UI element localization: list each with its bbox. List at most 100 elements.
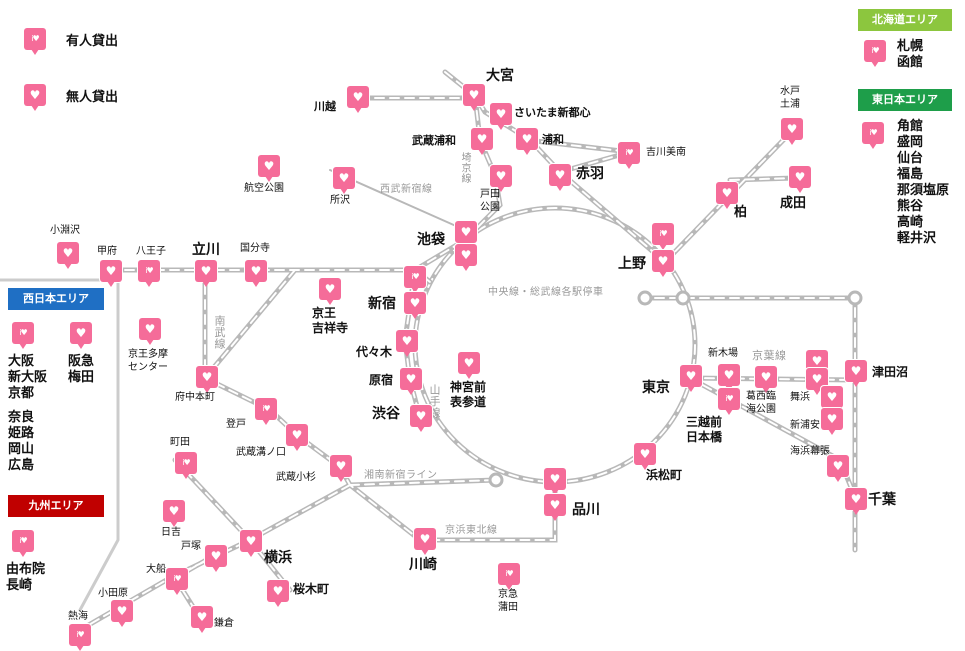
station-shinkiba: 新木場: [708, 348, 738, 359]
mito-pin-icon[interactable]: ♥: [781, 118, 803, 145]
station-keikyu-kamata: 京急 蒲田: [498, 589, 518, 613]
station-kofu: 甲府: [97, 246, 117, 257]
kaihin-makuhari-pin-icon[interactable]: ♥: [827, 455, 849, 482]
kofu-pin-icon[interactable]: ♥: [100, 260, 122, 287]
seibu-line-label: 西武新宿線: [380, 184, 433, 195]
station-akabane: 赤羽: [576, 166, 604, 182]
station-kawagoe: 川越: [314, 100, 336, 113]
station-ikebukuro: 池袋: [417, 232, 445, 248]
sakuragicho-pin-icon[interactable]: ♥: [267, 580, 289, 607]
tokyo-pin-icon[interactable]: ♥: [680, 365, 702, 392]
yoyogi-pin-icon[interactable]: ♥: [396, 330, 418, 357]
station-noborito: 登戸: [226, 419, 246, 430]
unstaffed-rental-pin-icon: ♥: [24, 84, 46, 111]
station-ofuna: 大船: [146, 564, 166, 575]
kokubunji-pin-icon[interactable]: ♥: [245, 260, 267, 287]
totsuka-pin-icon[interactable]: ♥: [205, 545, 227, 572]
maihama-pin-icon-2[interactable]: ♥: [806, 368, 828, 395]
kamakura-pin-icon[interactable]: ♥: [191, 606, 213, 633]
west-stations-3: 奈良 姫路 岡山 広島: [8, 410, 35, 473]
hiyoshi-pin-icon[interactable]: ♥: [163, 500, 185, 527]
chiba-pin-icon[interactable]: ♥: [845, 488, 867, 515]
shinjuku-pin-icon-2[interactable]: ♥: [404, 292, 426, 319]
kyushu-stations: 由布院 長崎: [6, 562, 46, 593]
toda-koen-pin-icon[interactable]: ♥: [490, 165, 512, 192]
station-musashi-mizonokuchi: 武蔵溝ノ口: [236, 447, 286, 458]
saikyo-line-label: 埼京線: [459, 152, 470, 184]
odawara-pin-icon[interactable]: ♥: [111, 600, 133, 627]
shibuya-pin-icon[interactable]: ♥: [410, 405, 432, 432]
ofuna-pin-icon[interactable]: i♥: [166, 568, 188, 595]
station-narita: 成田: [780, 196, 807, 211]
staffed-rental-pin-icon: i♥: [24, 28, 46, 55]
yokohama-pin-icon[interactable]: ♥: [240, 530, 262, 557]
station-toda-koen: 戸田 公園: [480, 189, 500, 213]
atami-pin-icon[interactable]: i♥: [69, 624, 91, 651]
musashi-urawa-pin-icon[interactable]: ♥: [471, 128, 493, 155]
kashiwa-pin-icon[interactable]: ♥: [716, 182, 738, 209]
station-totsuka: 戸塚: [181, 541, 201, 552]
keikyu-kamata-pin-icon[interactable]: i♥: [498, 563, 520, 590]
station-shinurayasu: 新浦安: [790, 420, 820, 431]
station-keio-kichijoji: 京王 吉祥寺: [312, 306, 349, 335]
hamamatsucho-pin-icon[interactable]: ♥: [634, 443, 656, 470]
machida-pin-icon[interactable]: i♥: [175, 452, 197, 479]
urawa-pin-icon[interactable]: ♥: [516, 128, 538, 155]
saitama-shintoshin-pin-icon[interactable]: ♥: [490, 103, 512, 130]
musashi-kosugi-pin-icon[interactable]: ♥: [330, 455, 352, 482]
shinurayasu-pin-icon-2[interactable]: ♥: [821, 408, 843, 435]
narita-pin-icon[interactable]: ♥: [789, 166, 811, 193]
shinagawa-pin-icon-1[interactable]: ♥: [544, 468, 566, 495]
station-machida: 町田: [170, 437, 190, 448]
station-ueno: 上野: [618, 256, 646, 272]
harajuku-pin-icon[interactable]: ♥: [400, 368, 422, 395]
shinkiba-pin-icon[interactable]: ♥: [718, 364, 740, 391]
ikebukuro-pin-icon-2[interactable]: ♥: [455, 244, 477, 271]
shinurayasu-pin-icon[interactable]: ♥: [821, 386, 843, 413]
fuchu-honmachi-pin-icon[interactable]: ♥: [196, 366, 218, 393]
legend-staffed-label: 有人貸出: [66, 34, 119, 49]
shonan-line-label: 湘南新宿ライン: [364, 470, 438, 481]
station-tachikawa: 立川: [192, 242, 220, 258]
station-kawasaki: 川崎: [409, 557, 437, 573]
keio-kichijoji-pin-icon[interactable]: ♥: [319, 278, 341, 305]
shinagawa-pin-icon-2[interactable]: ♥: [544, 494, 566, 521]
legend-unstaffed-label: 無人貸出: [66, 90, 119, 105]
station-shinjuku: 新宿: [368, 296, 396, 312]
omiya-pin-icon[interactable]: ♥: [463, 84, 485, 111]
kyushu-pin-icon: i♥: [12, 530, 34, 557]
hokkaido-pin-icon: i♥: [864, 40, 886, 67]
tsudanuma-pin-icon[interactable]: ♥: [845, 360, 867, 387]
station-musashi-kosugi: 武蔵小杉: [276, 472, 316, 483]
ikebukuro-pin-icon-1[interactable]: ♥: [455, 221, 477, 248]
west-unstaffed-pin-icon: ♥: [70, 322, 92, 349]
junction-dots: [488, 290, 863, 488]
shinjuku-pin-icon-1[interactable]: i♥: [404, 266, 426, 293]
station-maihama: 舞浜: [790, 392, 810, 403]
station-hamamatsucho: 浜松町: [646, 468, 683, 482]
hokkaido-stations: 札幌 函館: [897, 39, 924, 70]
station-mito: 水戸 土浦: [780, 86, 800, 110]
west-stations-1: 大阪 新大阪 京都: [8, 354, 48, 401]
chuo-sobu-line-label: 中央線・総武線各駅停車: [488, 287, 604, 298]
jingumae-pin-icon[interactable]: ♥: [458, 352, 480, 379]
musashi-mizonokuchi-pin-icon[interactable]: ♥: [286, 424, 308, 451]
obuchizawa-pin-icon[interactable]: ♥: [57, 242, 79, 269]
hachioji-pin-icon[interactable]: i♥: [138, 260, 160, 287]
station-shibuya: 渋谷: [372, 406, 400, 422]
noborito-pin-icon[interactable]: i♥: [255, 398, 277, 425]
ueno-pin-icon-1[interactable]: i♥: [652, 223, 674, 250]
kasai-pin-icon[interactable]: ♥: [755, 366, 777, 393]
station-obuchizawa: 小淵沢: [50, 225, 80, 236]
tokorozawa-pin-icon[interactable]: ♥: [333, 167, 355, 194]
kichijo-bi-pin-icon[interactable]: i♥: [618, 142, 640, 169]
kawagoe-pin-icon[interactable]: ♥: [347, 86, 369, 113]
shinkiba-pin-icon-2[interactable]: i♥: [718, 388, 740, 415]
tachikawa-pin-icon[interactable]: ♥: [195, 260, 217, 287]
koku-koen-pin-icon[interactable]: ♥: [258, 155, 280, 182]
ueno-pin-icon-2[interactable]: ♥: [652, 250, 674, 277]
keio-tama-pin-icon[interactable]: ♥: [139, 318, 161, 345]
kawasaki-pin-icon[interactable]: ♥: [414, 528, 436, 555]
station-kichijo-bi: 吉川美南: [646, 147, 686, 158]
akabane-pin-icon[interactable]: ♥: [549, 164, 571, 191]
